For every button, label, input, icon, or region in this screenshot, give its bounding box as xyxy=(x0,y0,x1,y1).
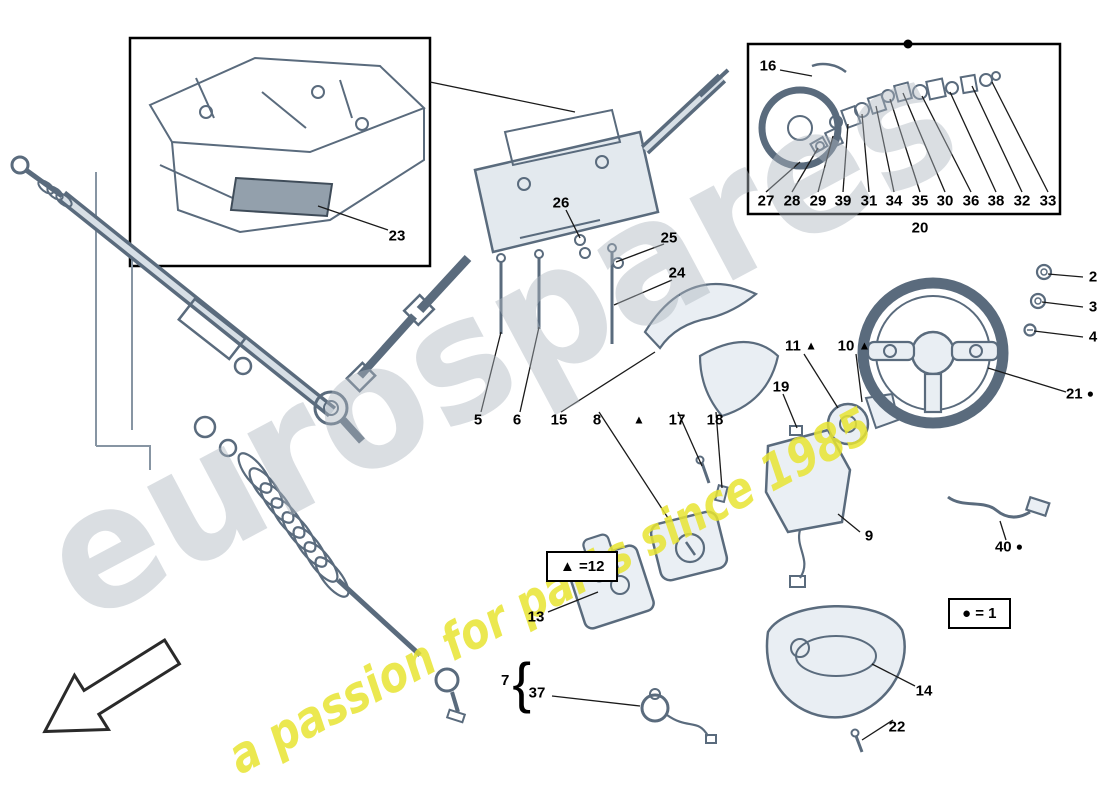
callout-19: 19 xyxy=(772,378,790,396)
inset-link-line xyxy=(429,81,576,113)
triangle-marker-row: ▲ xyxy=(633,412,645,429)
callout-16: 16 xyxy=(759,57,777,75)
callout-21: 21 ● xyxy=(1066,386,1094,403)
stalk-and-clockspring xyxy=(764,392,900,588)
callout-7: 7 { xyxy=(500,651,532,715)
leader-lines xyxy=(317,69,1084,741)
assembly-dot-marker xyxy=(903,39,913,49)
triangle-icon: ▲ xyxy=(633,412,645,427)
callout-36: 36 xyxy=(962,192,980,210)
callout-39: 39 xyxy=(834,192,852,210)
wheel-exploded-view xyxy=(758,62,1001,170)
triangle-icon: ▲ xyxy=(858,338,871,353)
column-shrouds xyxy=(643,282,780,418)
callout-37: 37 xyxy=(528,684,546,702)
callout-40-number: 40 xyxy=(994,538,1012,556)
callout-35: 35 xyxy=(911,192,929,210)
callout-14: 14 xyxy=(915,682,933,700)
rack-bellows xyxy=(237,452,350,598)
callout-22: 22 xyxy=(888,718,906,736)
callout-40: 40 ● xyxy=(995,539,1023,556)
callout-24: 24 xyxy=(668,264,686,282)
triangle-icon: ▲ xyxy=(805,338,817,353)
callout-20: 20 xyxy=(911,219,929,237)
callout-11-number: 11 xyxy=(785,337,801,355)
callout-29: 29 xyxy=(809,192,827,210)
grouping-brace: { xyxy=(512,651,532,715)
wiring-cable xyxy=(947,495,1051,519)
callout-11: 11 ▲ xyxy=(785,338,817,355)
callout-15: 15 xyxy=(550,411,568,429)
callout-10: 10 ▲ xyxy=(838,338,871,355)
callout-5: 5 xyxy=(473,411,483,429)
direction-arrow xyxy=(42,638,182,734)
callout-28: 28 xyxy=(783,192,801,210)
callout-26: 26 xyxy=(552,194,570,212)
inset-detail-art xyxy=(148,56,426,234)
callout-17: 17 xyxy=(668,411,686,429)
key-ring xyxy=(640,688,717,744)
callout-23: 23 xyxy=(388,227,406,245)
callout-38: 38 xyxy=(987,192,1005,210)
steering-rack xyxy=(10,155,467,724)
callout-18: 18 xyxy=(706,411,724,429)
callout-9: 9 xyxy=(864,527,874,545)
callout-34: 34 xyxy=(885,192,903,210)
callout-31: 31 xyxy=(860,192,878,210)
callout-2: 2 xyxy=(1088,268,1098,286)
legend-triangle-quantity: ▲ =12 xyxy=(546,551,619,582)
callout-25: 25 xyxy=(660,229,678,247)
callout-3: 3 xyxy=(1088,298,1098,316)
callout-13: 13 xyxy=(527,608,545,626)
callout-33: 33 xyxy=(1039,192,1057,210)
callout-27: 27 xyxy=(757,192,775,210)
callout-6: 6 xyxy=(512,411,522,429)
callout-10-number: 10 xyxy=(837,337,855,355)
callout-8: 8 xyxy=(592,411,602,429)
callout-4: 4 xyxy=(1088,328,1098,346)
steering-column xyxy=(345,68,730,393)
legend-dot-quantity: ● = 1 xyxy=(948,598,1011,629)
dot-icon: ● xyxy=(1015,539,1024,554)
lower-shroud xyxy=(765,605,906,753)
callout-7-number: 7 xyxy=(500,672,510,690)
steering-wheel xyxy=(857,263,1053,429)
dot-icon: ● xyxy=(1086,386,1095,401)
callout-30: 30 xyxy=(936,192,954,210)
callout-21-number: 21 xyxy=(1065,385,1083,403)
callout-32: 32 xyxy=(1013,192,1031,210)
